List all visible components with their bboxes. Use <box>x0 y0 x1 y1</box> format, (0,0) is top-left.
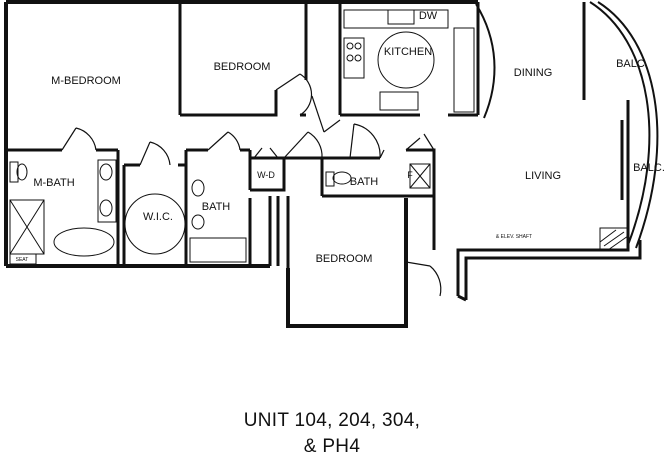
windows <box>10 0 280 268</box>
fixtures <box>9 9 629 265</box>
label-dishwasher: DW <box>419 10 438 22</box>
label-shaft-note: & ELEV. SHAFT <box>496 234 532 240</box>
label-washer-dryer: W-D <box>257 170 275 180</box>
label-master-bath: M-BATH <box>33 177 74 189</box>
label-bedroom-bottom: BEDROOM <box>316 253 373 265</box>
label-bath-right: BATH <box>350 176 379 188</box>
label-fireplace: F <box>407 170 413 180</box>
door-swings <box>61 73 442 297</box>
label-seat: SEAT <box>16 257 29 263</box>
label-balcony-top: BALC. <box>616 58 648 70</box>
label-balcony-right: BALC. <box>633 162 664 174</box>
label-kitchen: KITCHEN <box>384 46 432 58</box>
label-dining: DINING <box>514 67 553 79</box>
interior-walls <box>6 2 630 268</box>
label-bedroom-top: BEDROOM <box>214 61 271 73</box>
label-bath-middle: BATH <box>202 201 231 213</box>
label-walk-in-closet: W.I.C. <box>143 211 173 223</box>
room-labels: M-BEDROOM BEDROOM KITCHEN DW DINING BALC… <box>16 10 664 265</box>
label-master-bedroom: M-BEDROOM <box>51 75 121 87</box>
label-living: LIVING <box>525 170 561 182</box>
unit-caption-line-1: UNIT 104, 204, 304, <box>243 410 421 431</box>
balcony-curve <box>475 1 659 249</box>
unit-caption-line-2: & PH4 <box>303 436 361 457</box>
